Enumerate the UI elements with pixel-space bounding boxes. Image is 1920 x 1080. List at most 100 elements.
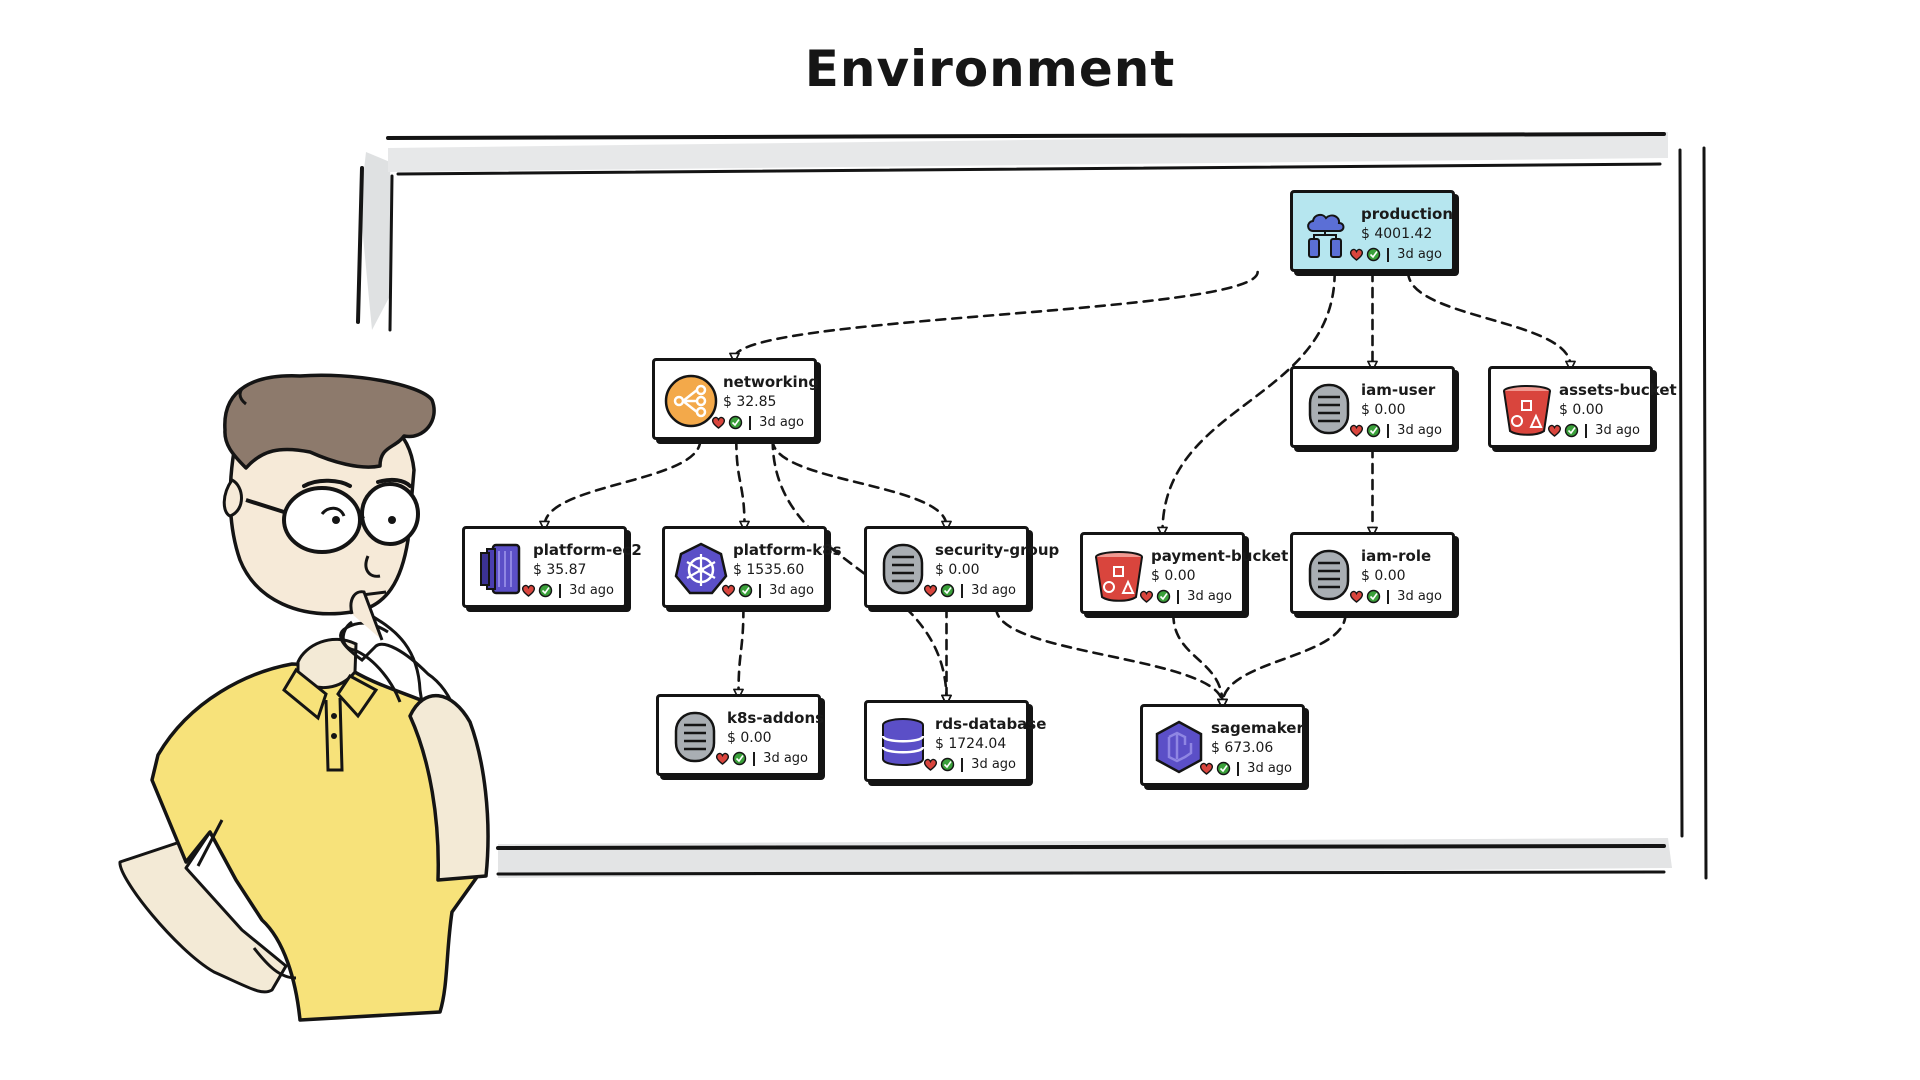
check-circle-icon xyxy=(1216,761,1231,776)
node-age: 3d ago xyxy=(971,583,1016,598)
node-age: 3d ago xyxy=(1247,761,1292,776)
generic-service-icon xyxy=(1308,383,1350,435)
edge-production-to-payment-bucket xyxy=(1157,270,1336,538)
check-circle-icon xyxy=(1366,423,1381,438)
node-age: 3d ago xyxy=(759,415,804,430)
health-heart-icon xyxy=(1200,762,1214,775)
edge-payment-bucket-to-sagemaker xyxy=(1172,612,1228,710)
node-name: iam-user xyxy=(1361,381,1436,399)
status-separator xyxy=(1237,761,1240,776)
node-status: 3d ago xyxy=(711,415,804,430)
node-name: security-group xyxy=(935,541,1060,559)
node-platform-k8s[interactable]: platform-k8s $ 1535.60 3d ago xyxy=(662,526,842,608)
check-circle-icon xyxy=(1156,589,1171,604)
health-heart-icon xyxy=(924,758,938,771)
node-payment-bucket[interactable]: payment-bucket $ 0.00 3d ago xyxy=(1080,532,1288,614)
status-separator xyxy=(1585,423,1588,438)
node-cost: $ 0.00 xyxy=(935,562,980,578)
node-status: 3d ago xyxy=(521,583,614,598)
node-platform-ec2[interactable]: platform-ec2 $ 35.87 3d ago xyxy=(462,526,642,608)
edge-networking-to-platform-ec2 xyxy=(539,438,702,532)
health-heart-icon xyxy=(1350,590,1364,603)
edge-platform-k8s-to-k8s-addons xyxy=(733,606,745,700)
node-cost: $ 32.85 xyxy=(723,394,777,410)
node-k8s-addons[interactable]: k8s-addons $ 0.00 3d ago xyxy=(656,694,825,776)
node-age: 3d ago xyxy=(1397,247,1442,262)
node-status: 3d ago xyxy=(1349,247,1442,262)
node-age: 3d ago xyxy=(1397,589,1442,604)
health-heart-icon xyxy=(1350,424,1364,437)
node-cost: $ 0.00 xyxy=(1361,568,1406,584)
node-iam-user[interactable]: iam-user $ 0.00 3d ago xyxy=(1290,366,1455,448)
node-assets-bucket[interactable]: assets-bucket $ 0.00 3d ago xyxy=(1488,366,1677,448)
node-age: 3d ago xyxy=(1187,589,1232,604)
node-name: rds-database xyxy=(935,715,1047,733)
node-cost: $ 1535.60 xyxy=(733,562,805,578)
node-cost: $ 1724.04 xyxy=(935,736,1007,752)
check-circle-icon xyxy=(738,583,753,598)
check-circle-icon xyxy=(940,757,955,772)
thinking-person-illustration xyxy=(118,373,490,1022)
database-icon xyxy=(881,718,925,766)
status-separator xyxy=(1387,247,1390,262)
generic-service-icon xyxy=(882,543,924,595)
node-status: 3d ago xyxy=(923,757,1016,772)
node-production[interactable]: production $ 4001.42 3d ago xyxy=(1290,190,1455,272)
edge-layer xyxy=(539,270,1576,710)
node-cost: $ 0.00 xyxy=(1151,568,1196,584)
node-cost: $ 4001.42 xyxy=(1361,226,1433,242)
edge-networking-to-rds-database xyxy=(771,438,952,706)
node-sagemaker[interactable]: sagemaker $ 673.06 3d ago xyxy=(1140,704,1305,786)
status-separator xyxy=(1387,589,1390,604)
check-circle-icon xyxy=(1366,247,1381,262)
node-security-group[interactable]: security-group $ 0.00 3d ago xyxy=(864,526,1059,608)
node-status: 3d ago xyxy=(1349,589,1442,604)
node-rds-database[interactable]: rds-database $ 1724.04 3d ago xyxy=(864,700,1046,782)
ec2-instance-icon xyxy=(480,543,521,595)
node-status: 3d ago xyxy=(1199,761,1292,776)
s3-bucket-icon xyxy=(1503,385,1551,436)
edge-iam-role-to-sagemaker xyxy=(1217,612,1347,710)
node-name: assets-bucket xyxy=(1559,381,1677,399)
node-name: payment-bucket xyxy=(1151,547,1289,565)
node-status: 3d ago xyxy=(923,583,1016,598)
s3-bucket-icon xyxy=(1095,551,1143,602)
node-name: iam-role xyxy=(1361,547,1432,565)
node-name: k8s-addons xyxy=(727,709,825,727)
status-separator xyxy=(759,583,762,598)
node-status: 3d ago xyxy=(715,751,808,766)
node-cost: $ 0.00 xyxy=(1559,402,1604,418)
node-age: 3d ago xyxy=(763,751,808,766)
node-age: 3d ago xyxy=(1595,423,1640,438)
status-separator xyxy=(1177,589,1180,604)
node-status: 3d ago xyxy=(1139,589,1232,604)
vpc-network-icon xyxy=(664,374,718,428)
sagemaker-icon xyxy=(1155,720,1203,774)
status-separator xyxy=(1387,423,1390,438)
check-circle-icon xyxy=(538,583,553,598)
node-age: 3d ago xyxy=(769,583,814,598)
generic-service-icon xyxy=(1308,549,1350,601)
node-cost: $ 35.87 xyxy=(533,562,587,578)
node-status: 3d ago xyxy=(1349,423,1442,438)
node-networking[interactable]: networking $ 32.85 3d ago xyxy=(652,358,819,440)
check-circle-icon xyxy=(1366,589,1381,604)
health-heart-icon xyxy=(1140,590,1154,603)
kubernetes-icon xyxy=(674,542,728,595)
node-age: 3d ago xyxy=(569,583,614,598)
node-name: sagemaker xyxy=(1211,719,1304,737)
check-circle-icon xyxy=(940,583,955,598)
node-name: production xyxy=(1361,205,1454,223)
node-cost: $ 673.06 xyxy=(1211,740,1274,756)
health-heart-icon xyxy=(1350,248,1364,261)
health-heart-icon xyxy=(1548,424,1562,437)
cloud-cluster-icon xyxy=(1307,213,1345,258)
health-heart-icon xyxy=(722,584,736,597)
health-heart-icon xyxy=(712,416,726,429)
check-circle-icon xyxy=(1564,423,1579,438)
node-iam-role[interactable]: iam-role $ 0.00 3d ago xyxy=(1290,532,1455,614)
check-circle-icon xyxy=(728,415,743,430)
edge-production-to-networking xyxy=(729,270,1259,364)
status-separator xyxy=(753,751,756,766)
